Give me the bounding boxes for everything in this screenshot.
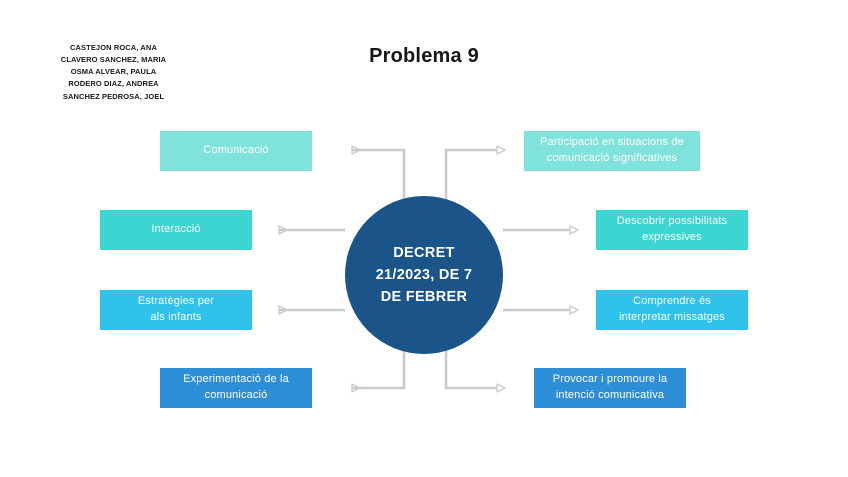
node-label: Interacció: [151, 223, 201, 236]
author-line: CLAVERO SANCHEZ, MARIA: [60, 55, 167, 65]
center-node-label: DECRET 21/2023, DE 7 DE FEBRER: [375, 244, 473, 306]
author-line: SANCHEZ PEDROSA, JOEL: [62, 91, 165, 101]
center-node-decret[interactable]: DECRET 21/2023, DE 7 DE FEBRER: [345, 196, 503, 354]
author-line: RODERO DIAZ, ANDREA: [68, 79, 159, 89]
node-comprendre-es-interpretar-missatges[interactable]: Comprendre és interpretar missatges: [596, 290, 748, 330]
authors-list: CASTEJON ROCA, ANA CLAVERO SANCHEZ, MARI…: [46, 42, 181, 103]
node-estrategies-per-als-infants[interactable]: Estratègies per als infants: [100, 290, 252, 330]
connector-top-right: [444, 150, 497, 205]
node-label: Participació en situacions de comunicaci…: [540, 136, 684, 164]
node-label: Comprendre és interpretar missatges: [619, 295, 725, 323]
node-experimentacio-de-la-comunicacio[interactable]: Experimentació de la comunicació: [160, 368, 312, 408]
node-comunicacio[interactable]: Comunicació: [160, 131, 312, 171]
node-descobrir-possibilitats-expressives[interactable]: Descobrir possibilitats expressives: [596, 210, 748, 250]
page-title: Problema 9: [369, 45, 479, 67]
node-interaccio[interactable]: Interacció: [100, 210, 252, 250]
node-label: Estratègies per als infants: [137, 295, 215, 323]
node-label: Provocar i promoure la intenció comunica…: [552, 373, 668, 401]
node-label: Comunicació: [203, 144, 269, 157]
connector-bottom-right: [444, 345, 497, 388]
author-line: CASTEJON ROCA, ANA: [70, 43, 157, 52]
connector-top-left: [352, 150, 406, 205]
node-label: Descobrir possibilitats expressives: [616, 215, 728, 243]
connector-bottom-left: [352, 345, 406, 388]
author-line: OSMA ALVEAR, PAULA: [70, 67, 157, 77]
node-provocar-i-promoure[interactable]: Provocar i promoure la intenció comunica…: [534, 368, 686, 408]
node-participacio-en-situacions[interactable]: Participació en situacions de comunicaci…: [524, 131, 700, 171]
node-label: Experimentació de la comunicació: [183, 373, 289, 401]
